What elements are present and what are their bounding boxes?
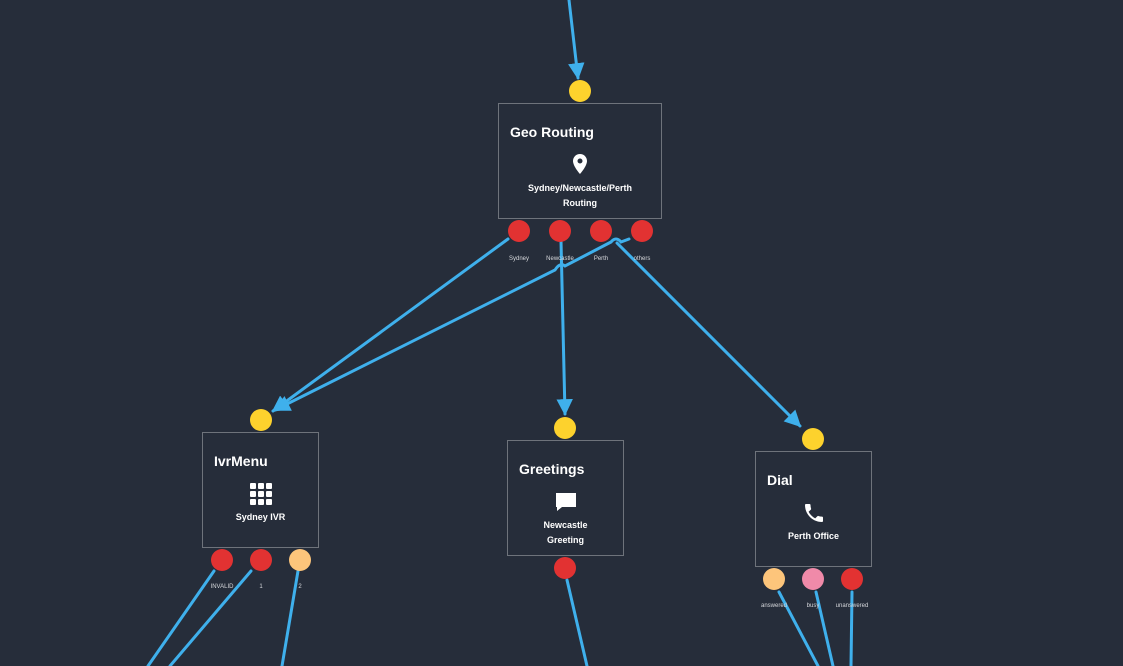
edge-dial-unanswered-out[interactable]: [849, 590, 854, 666]
geo-routing-output-others[interactable]: [631, 220, 653, 242]
edge-greetings-out[interactable]: [565, 578, 589, 666]
chat-bubble-icon: [555, 493, 576, 511]
dial-label: Perth Office: [756, 529, 871, 544]
greetings-output-port[interactable]: [554, 557, 576, 579]
geo-routing-label-line2: Routing: [563, 198, 597, 208]
geo-routing-title: Geo Routing: [510, 124, 594, 140]
greetings-label: Newcastle Greeting: [508, 518, 623, 548]
geo-routing-input-port[interactable]: [569, 80, 591, 102]
ivrmenu-input-port[interactable]: [250, 409, 272, 431]
port-label-unanswered: unanswered: [835, 603, 869, 609]
port-label-busy: busy: [806, 603, 820, 609]
ivrmenu-output-invalid[interactable]: [211, 549, 233, 571]
port-label-newcastle: Newcastle: [546, 256, 574, 262]
dial-output-unanswered[interactable]: [841, 568, 863, 590]
edge-newcastle-to-greetings[interactable]: [556, 239, 573, 416]
edge-perth-to-ivrmenu[interactable]: [273, 237, 631, 412]
edge-dial-answered-out[interactable]: [777, 590, 820, 666]
greetings-node[interactable]: Greetings Newcastle Greeting: [507, 440, 624, 556]
edge-ivrmenu-2-out[interactable]: [280, 569, 300, 666]
dial-output-busy[interactable]: [802, 568, 824, 590]
dial-node[interactable]: Dial Perth Office: [755, 451, 872, 567]
ivrmenu-node[interactable]: IvrMenu Sydney IVR: [202, 432, 319, 548]
greetings-title: Greetings: [519, 461, 585, 477]
geo-routing-node[interactable]: Geo Routing Sydney/Newcastle/Perth Routi…: [498, 103, 662, 219]
ivrmenu-label: Sydney IVR: [203, 510, 318, 525]
ivrmenu-label-line1: Sydney IVR: [235, 512, 286, 522]
keypad-grid-icon: [249, 483, 272, 505]
map-pin-icon: [573, 154, 587, 174]
dial-label-line1: Perth Office: [787, 531, 839, 541]
geo-routing-label: Sydney/Newcastle/Perth Routing: [499, 181, 661, 211]
port-label-invalid: INVALID: [210, 584, 234, 590]
geo-routing-output-perth[interactable]: [590, 220, 612, 242]
edge-incoming-geo-routing[interactable]: [567, 0, 585, 80]
phone-icon: [804, 504, 823, 522]
edge-ivrmenu-invalid-out[interactable]: [146, 569, 216, 666]
edge-sydney-to-ivrmenu[interactable]: [271, 237, 510, 413]
port-label-answered: answered: [760, 603, 788, 609]
ivrmenu-output-2[interactable]: [289, 549, 311, 571]
greetings-label-line1: Newcastle: [543, 520, 588, 530]
edge-dial-busy-out[interactable]: [814, 590, 835, 666]
port-label-2: 2: [298, 584, 302, 590]
dial-input-port[interactable]: [802, 428, 824, 450]
dial-output-answered[interactable]: [763, 568, 785, 590]
geo-routing-output-sydney[interactable]: [508, 220, 530, 242]
ivrmenu-title: IvrMenu: [214, 453, 268, 469]
port-label-perth: Perth: [593, 256, 609, 262]
geo-routing-output-newcastle[interactable]: [549, 220, 571, 242]
port-label-others: others: [633, 256, 651, 262]
edge-others-to-dial[interactable]: [615, 241, 802, 428]
geo-routing-label-line1: Sydney/Newcastle/Perth: [527, 183, 633, 193]
port-label-1: 1: [259, 584, 263, 590]
port-label-sydney: Sydney: [508, 256, 530, 262]
ivrmenu-output-1[interactable]: [250, 549, 272, 571]
greetings-label-line2: Greeting: [546, 535, 584, 545]
edge-ivrmenu-1-out[interactable]: [168, 569, 253, 666]
dial-title: Dial: [767, 472, 793, 488]
greetings-input-port[interactable]: [554, 417, 576, 439]
